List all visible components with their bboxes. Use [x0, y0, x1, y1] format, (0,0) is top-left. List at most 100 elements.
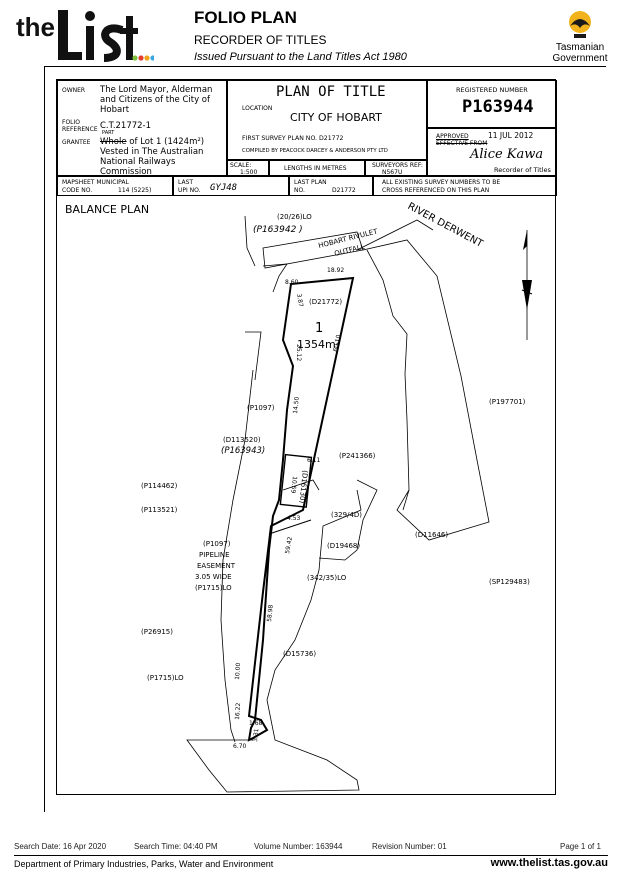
parcel-p197701: (P197701) — [489, 398, 526, 406]
mapsheet-cell: MAPSHEET MUNICIPAL CODE No. 114 (5225) — [57, 176, 173, 196]
dim-1-68: 1.68 — [249, 720, 263, 727]
last-upi-label-2: UPI No. — [178, 187, 201, 194]
scale-value: 1:500 — [240, 169, 258, 176]
owner-line-1: The Lord Mayor, Alderman — [100, 85, 213, 95]
department-name: Department of Primary Industries, Parks,… — [14, 859, 274, 869]
dim-60-10: 60.10 — [332, 334, 342, 352]
compiled-by: COMPILED BY PEACOCK DARCEY & ANDERSON PT… — [242, 148, 388, 154]
location: CITY OF HOBART — [290, 111, 382, 124]
owner-line-3: Hobart — [100, 105, 130, 115]
parcel-d113520: (D113520) — [223, 436, 261, 444]
lengths-cell: LENGTHS IN METRES — [269, 160, 365, 176]
last-upi-label-1: LAST — [178, 179, 194, 186]
parcel-p241366: (P241366) — [339, 452, 376, 460]
approved-label: APPROVED — [436, 133, 469, 140]
dim-16-22: 16.22 — [234, 702, 242, 720]
owner-line-2: and Citizens of the City of — [100, 95, 210, 105]
first-survey: FIRST SURVEY PLAN No. D21772 — [242, 135, 344, 142]
lot-area: 1354m² — [297, 338, 340, 351]
balance-plan-label: BALANCE PLAN — [65, 203, 149, 216]
last-upi: GYJ48 — [210, 183, 238, 193]
gov-line-1: Tasmanian — [555, 42, 605, 53]
dim-58-98: 58.98 — [266, 604, 275, 622]
mapsheet-code: 114 (5225) — [118, 187, 152, 194]
river-label: RIVER DERWENT — [406, 201, 486, 250]
scan-sheet-edge — [44, 66, 606, 812]
tiger-emblem-icon — [569, 11, 591, 38]
registered-number: P163944 — [462, 97, 534, 117]
scale-label: SCALE: — [230, 162, 252, 169]
lengths-label: LENGTHS IN METRES — [284, 165, 347, 172]
grantee-rest: of Lot 1 (1424m²) — [126, 137, 205, 147]
folio-label-2: REFERENCE — [62, 126, 98, 133]
pipeline-line-1: PIPELINE — [199, 551, 230, 559]
parcel-p163942: (P163942 ) — [253, 225, 303, 235]
revision-number: Revision Number: 01 — [372, 842, 447, 851]
plan-heading: PLAN OF TITLE — [276, 84, 386, 100]
registered-label: REGISTERED NUMBER — [456, 86, 528, 94]
page-subtitle: RECORDER OF TITLES — [194, 33, 327, 47]
surveyors-label: SURVEYORS REF: — [372, 162, 423, 169]
parcel-p26915: (P26915) — [141, 628, 173, 636]
grantee-label: GRANTEE — [62, 139, 91, 146]
footer-divider — [14, 855, 608, 856]
parcel-p1715-a: (P1715)LO — [195, 584, 232, 592]
parcel-p1715-b: (P1715)LO — [147, 674, 184, 682]
parcel-p1097-a: (P1097) — [247, 404, 275, 412]
last-plan: D21772 — [332, 187, 356, 194]
search-time: Search Time: 04:40 PM — [134, 842, 218, 851]
thelist-logo: the — [16, 10, 154, 62]
parcel-d19468: (D19468) — [327, 542, 360, 550]
volume-number: Volume Number: 163944 — [254, 842, 343, 851]
registered-cell: REGISTERED NUMBER P163944 — [427, 80, 557, 128]
survey-plan-drawing: BALANCE PLAN RIVER DERWENT 1 1354m² (20/… — [65, 201, 533, 793]
survey-note-cell: ALL EXISTING SURVEY NUMBERS TO BE CROSS … — [373, 176, 557, 196]
part-mark: PART — [102, 130, 115, 136]
surveyors-cell: SURVEYORS REF: N567U — [365, 160, 427, 176]
page-indicator: Page 1 of 1 — [560, 842, 601, 851]
parcel-p114462: (P114462) — [141, 482, 178, 490]
dim-59-42: 59.42 — [284, 536, 294, 554]
parcel-p1097-b: (P1097) — [203, 540, 231, 548]
folio-reference: C.T.21772-1 — [100, 121, 152, 131]
parcel-p20-26: (20/26)LO — [277, 213, 312, 221]
parcel-p342-35: (342/35)LO — [307, 574, 347, 582]
parcel-d15736: (D15736) — [283, 650, 316, 658]
issued-note: Issued Pursuant to the Land Titles Act 1… — [194, 51, 407, 63]
parcel-p113521: (P113521) — [141, 506, 178, 514]
dim-14-50: 14.50 — [292, 396, 301, 414]
recorder-label: Recorder of Titles — [494, 166, 551, 174]
location-label: LOCATION — [242, 105, 273, 112]
last-plan-label-2: No. — [294, 187, 305, 194]
pipeline-line-3: 3.05 WIDE — [195, 573, 232, 581]
last-upi-cell: LAST UPI No. GYJ48 — [173, 176, 289, 196]
search-date: Search Date: 16 Apr 2020 — [14, 842, 107, 851]
mapsheet-label-2: CODE No. — [62, 187, 93, 194]
dim-25-12: 25.12 — [295, 344, 302, 361]
dim-18-92: 18.92 — [327, 267, 344, 274]
north-arrow-icon — [521, 230, 533, 340]
effective-label: EFFECTIVE FROM — [436, 140, 488, 147]
recorder-signature: Alice Kawa — [470, 147, 544, 162]
folio-label-1: FOLIO — [62, 119, 81, 126]
parcel-d21772: (D21772) — [309, 298, 342, 306]
note-line-2: CROSS REFERENCED ON THIS PLAN — [382, 187, 490, 194]
parcel-sp129483: (SP129483) — [489, 578, 530, 586]
dim-8-60: 8.60 — [285, 279, 299, 286]
note-line-1: ALL EXISTING SURVEY NUMBERS TO BE — [382, 179, 501, 186]
mapsheet-label-1: MAPSHEET MUNICIPAL — [62, 179, 129, 186]
owner-label: OWNER — [62, 87, 86, 94]
pipeline-line-2: EASEMENT — [197, 562, 236, 570]
dim-10-00: 10.00 — [234, 662, 242, 680]
parcel-p163943: (P163943) — [221, 446, 265, 456]
plan-title-cell: PLAN OF TITLE LOCATION CITY OF HOBART FI… — [227, 80, 427, 160]
surveyors-ref: N567U — [382, 169, 403, 176]
tasmanian-government-logo: Tasmanian Government — [548, 6, 612, 64]
lot-number: 1 — [315, 321, 323, 336]
page-title: FOLIO PLAN — [194, 8, 297, 27]
logo-text-the: the — [16, 12, 55, 42]
dim-10-59: 10.59 — [289, 476, 298, 494]
website-link[interactable]: www.thelist.tas.gov.au — [490, 857, 608, 869]
grantee-line-1: Vested in The Australian — [100, 147, 204, 157]
approved-date: 11 JUL 2012 — [488, 131, 534, 140]
